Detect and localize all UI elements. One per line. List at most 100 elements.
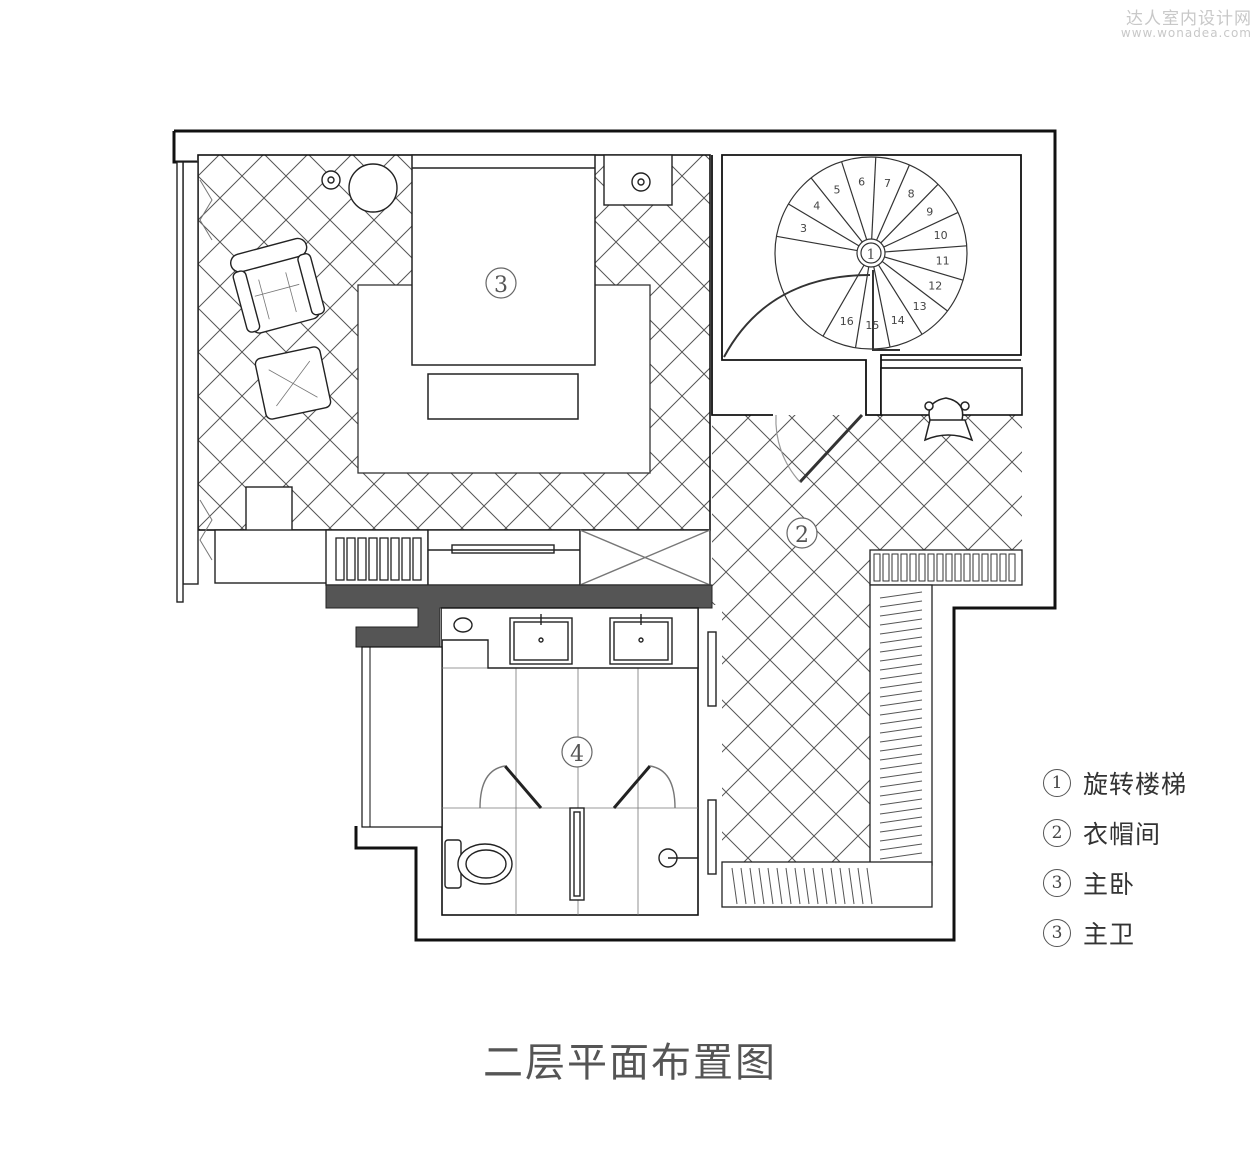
closet-slat [873,553,881,582]
armchair [230,237,332,420]
room-marker-bedroom-label: 3 [494,273,508,298]
closet-slat [936,553,944,582]
room-marker-stair-label: 1 [867,247,876,263]
nightstand-right [603,154,673,206]
stair-spoke [873,266,891,348]
hanger [803,867,810,905]
wardrobe-row [325,529,711,586]
legend-label: 主卫 [1083,920,1136,949]
room-marker-bathroom [561,736,593,768]
stair-step-number: 16 [840,315,854,328]
legend-item-master-bedroom: 3 主卧 [1043,858,1243,908]
stair-step-number: 11 [936,255,950,268]
stair-step-number: 4 [813,200,820,213]
hanger [879,600,923,608]
clothes-hangers [731,591,923,905]
stair-spoke [822,264,865,337]
hanger [731,867,738,905]
stair-step-number: 8 [908,187,915,200]
side-table-left [321,163,398,213]
stair-spoke [884,256,964,281]
hanger [879,708,923,716]
stair-step-number: 3 [800,222,807,235]
page-title: 二层平面布置图 [483,1040,777,1086]
hanger [785,867,792,905]
stair-spoke [884,245,967,253]
hanger [879,771,923,779]
stair-spoke [881,260,948,312]
room-marker-bathroom-label: 4 [570,742,584,767]
hanger [879,609,923,617]
closet-slat [1008,553,1016,582]
room-marker-bedroom [485,267,517,299]
stair-spoke [776,235,858,252]
desk [176,161,329,603]
bench [427,373,579,420]
hanger [879,735,923,743]
hanger [767,867,774,905]
stair-spoke [880,183,939,244]
legend-label: 衣帽间 [1083,820,1162,849]
closet-floor [712,415,1022,905]
hanger [749,867,756,905]
stair-step-number: 10 [934,229,948,242]
stair-step-number: 6 [858,176,865,189]
hanger [848,867,855,905]
stair-spoke [840,161,868,240]
bath-doors [707,631,717,875]
hanger [857,867,864,905]
vanity [442,607,699,669]
hanger [879,780,923,788]
hanger [879,825,923,833]
wardrobe-slats [335,537,422,581]
hanger [879,852,923,860]
hanger [879,726,923,734]
watermark-title: 达人室内设计网 [1126,9,1252,29]
hanger [879,834,923,842]
hanger [879,627,923,635]
room-markers [485,267,818,768]
stair-step-number: 5 [833,184,840,197]
stair-spoke [788,203,860,247]
watermark-url: www.wonadea.com [1120,26,1252,40]
hanger [794,867,801,905]
hanger [879,681,923,689]
stair-step-number: 9 [926,205,933,218]
hanger [879,744,923,752]
stair-door [775,413,864,484]
hanger [879,717,923,725]
hanger [879,591,923,599]
room-marker-closet-label: 2 [795,523,809,548]
stair-step-number: 7 [884,177,891,190]
legend-label: 旋转楼梯 [1083,770,1188,799]
legend-item-cloakroom: 2 衣帽间 [1043,808,1243,858]
legend-item-master-bath: 3 主卫 [1043,908,1243,958]
legend-number: 3 [1043,919,1071,947]
closet-slat [882,553,890,582]
hanger [879,843,923,851]
hanger [879,753,923,761]
stair-step-number: 14 [891,314,905,327]
hanger [879,645,923,653]
legend: 1 旋转楼梯 2 衣帽间 3 主卧 3 主卫 [1043,758,1243,958]
hanger [879,789,923,797]
hanger [879,816,923,824]
closet-slat [891,553,899,582]
structural-beam [325,584,713,648]
lounge-chair [923,397,974,442]
hanger [776,867,783,905]
legend-number: 2 [1043,819,1071,847]
spiral-stair [723,156,968,358]
legend-item-spiral-stair: 1 旋转楼梯 [1043,758,1243,808]
legend-number: 3 [1043,869,1071,897]
closet-slat [945,553,953,582]
hanger [879,690,923,698]
hanger [879,798,923,806]
closet-slat [927,553,935,582]
hanger [866,867,873,905]
shower-partition [479,765,698,901]
hanger [879,762,923,770]
hanger [879,699,923,707]
